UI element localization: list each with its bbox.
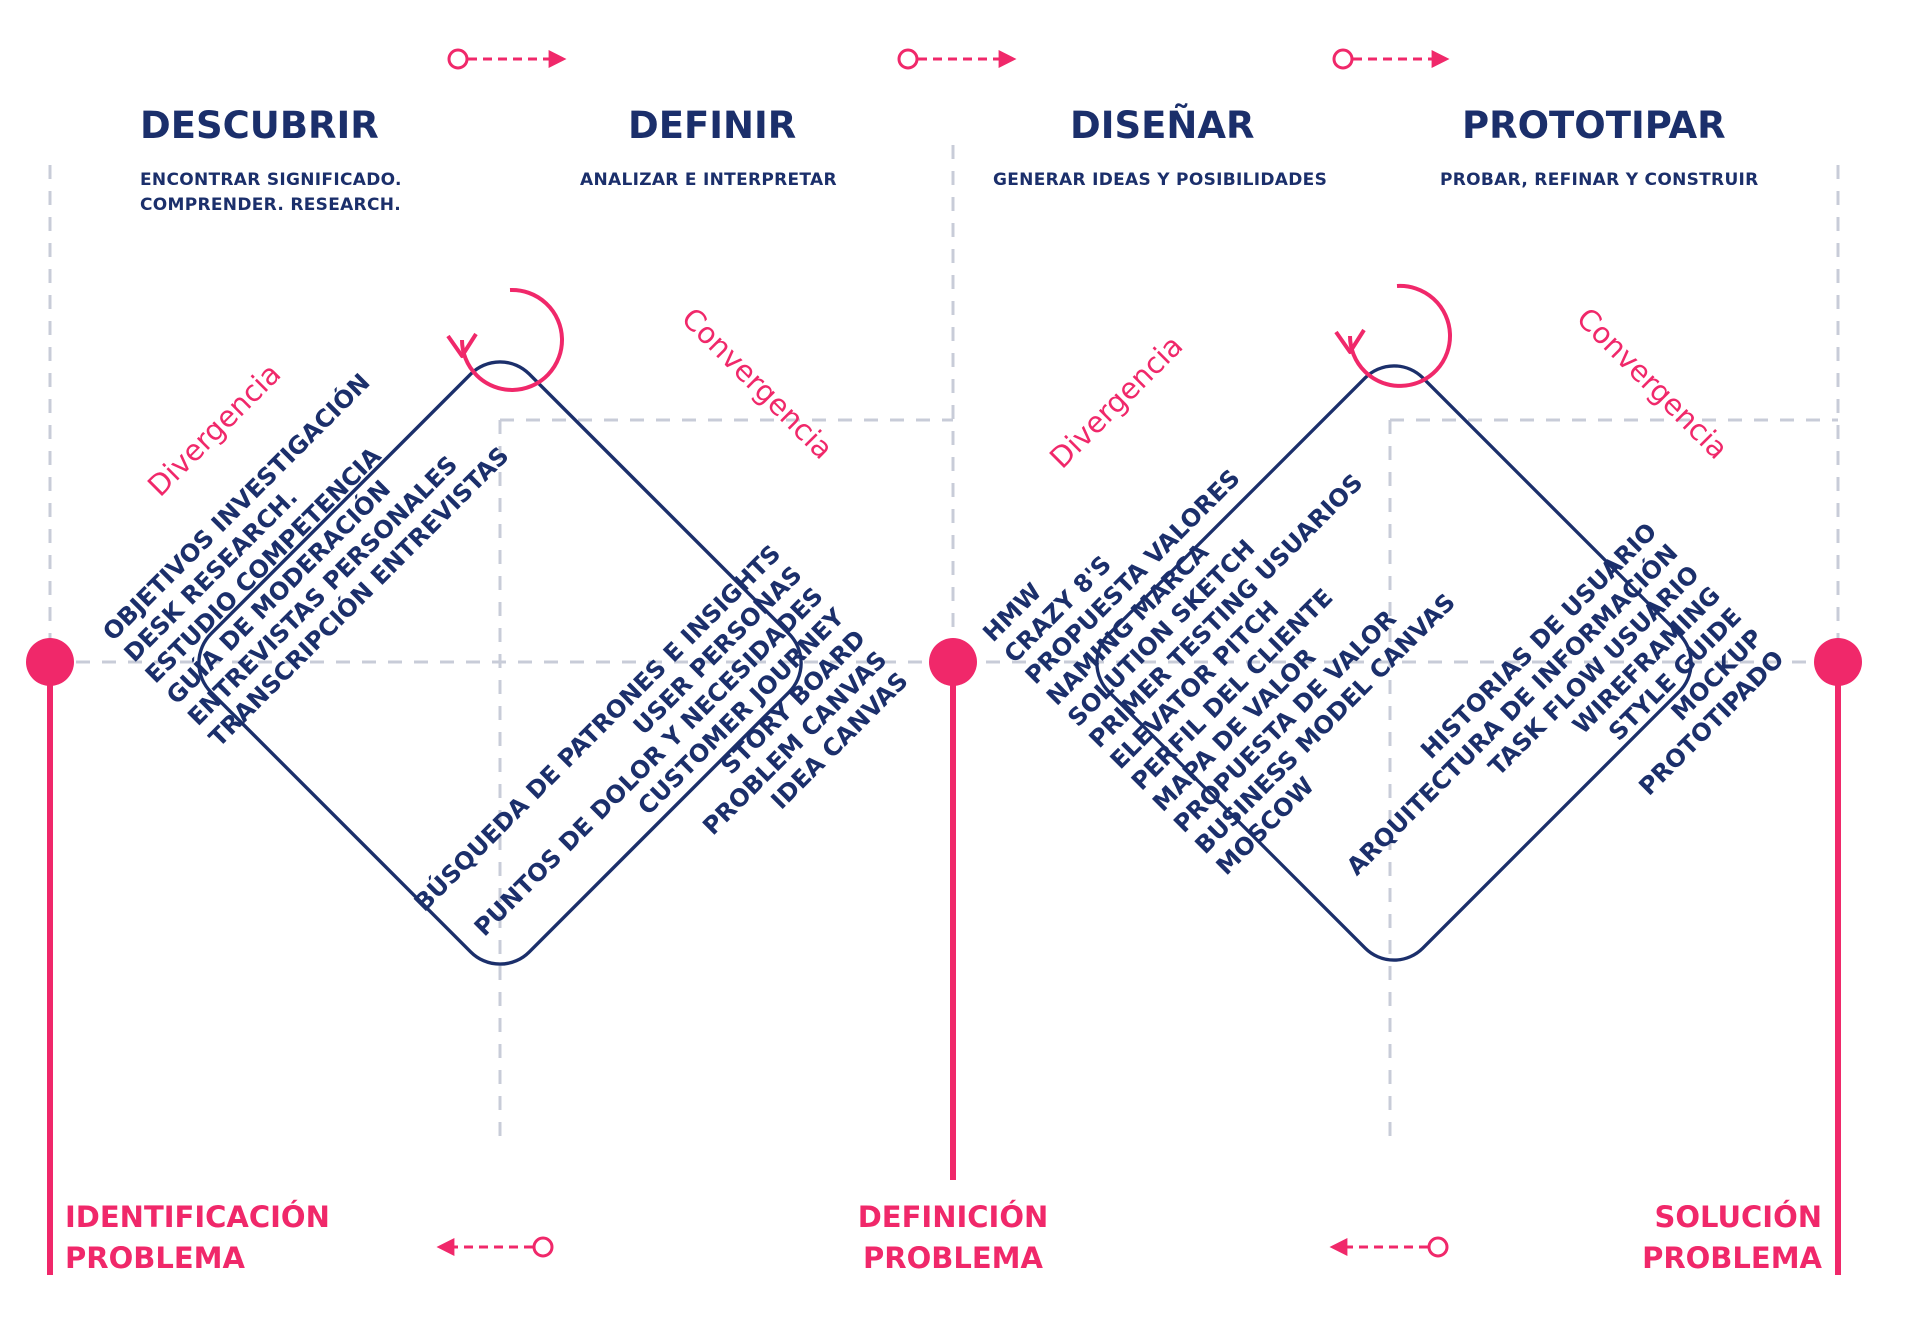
phase-subtitle-2: ANALIZAR E INTERPRETAR <box>580 170 837 190</box>
diamond-design-prototype <box>1095 364 1693 962</box>
forward-arrow-icon <box>897 48 1017 70</box>
cycle-arrow-icon <box>1334 283 1452 388</box>
convergencia-label: Convergencia <box>1570 301 1735 466</box>
phase-title-2: DEFINIR <box>628 104 796 147</box>
phase-subtitle-4: PROBAR, REFINAR Y CONSTRUIR <box>1440 170 1759 190</box>
phase-subtitle-1: COMPRENDER. RESEARCH. <box>140 195 401 215</box>
backward-arrow-icon <box>436 1236 554 1258</box>
milestone-dot <box>1814 638 1862 686</box>
phase-subtitle-3: GENERAR IDEAS Y POSIBILIDADES <box>993 170 1327 190</box>
milestone-label-2: PROBLEMA <box>863 1241 1043 1275</box>
phase-title-4: PROTOTIPAR <box>1462 104 1726 147</box>
divergencia-label: Divergencia <box>1043 328 1190 475</box>
milestone-label-2: DEFINICIÓN <box>858 1200 1049 1234</box>
milestone-label-3: PROBLEMA <box>1642 1241 1822 1275</box>
forward-arrow-icon <box>1332 48 1450 70</box>
backward-arrow-icon <box>1329 1236 1449 1258</box>
milestone-label-1: IDENTIFICACIÓN <box>65 1200 330 1234</box>
phase-title-3: DISEÑAR <box>1070 103 1255 147</box>
milestone-markers <box>26 638 1862 1275</box>
milestone-dot <box>929 638 977 686</box>
phase-title-1: DESCUBRIR <box>140 104 379 147</box>
cycle-arrow-icon <box>446 287 564 392</box>
milestone-dot <box>26 638 74 686</box>
milestone-label-3: SOLUCIÓN <box>1654 1200 1822 1234</box>
diamond-discover-define <box>197 360 803 966</box>
milestone-label-1: PROBLEMA <box>65 1241 245 1275</box>
convergencia-label: Convergencia <box>675 301 840 466</box>
forward-arrow-icon <box>447 48 567 70</box>
phase-subtitle-1: ENCONTRAR SIGNIFICADO. <box>140 170 402 190</box>
